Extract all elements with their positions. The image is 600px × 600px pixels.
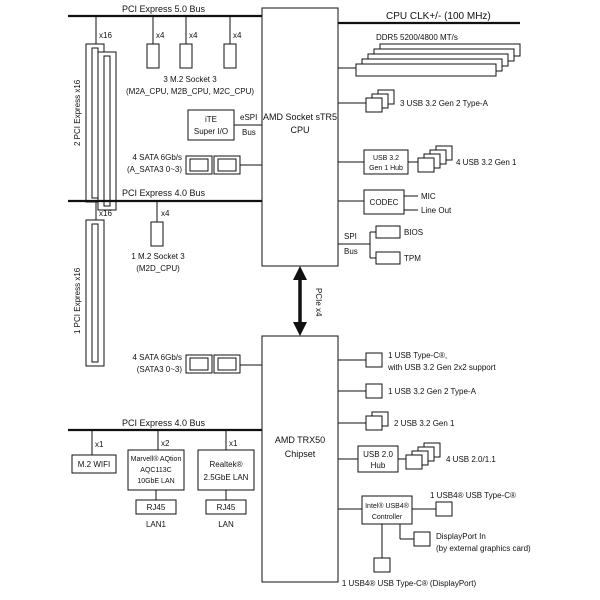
lane-x2-lan: x2 xyxy=(161,439,170,448)
usb20-hub-box xyxy=(357,445,399,473)
lane-x4-a: x4 xyxy=(156,31,165,40)
m2-top-label-2: (M2A_CPU, M2B_CPU, M2C_CPU) xyxy=(126,87,254,96)
rj45-box-a xyxy=(135,499,177,515)
marvell-label-1: Marvell® AQtion xyxy=(131,455,182,463)
spi-label-1: SPI xyxy=(344,232,357,241)
typea-chipset-label: 1 USB 3.2 Gen 2 Type-A xyxy=(388,387,477,396)
usb-gen1-ports xyxy=(417,145,453,173)
chipset-title: AMD TRX50 xyxy=(275,435,325,445)
pcie5-bus-label: PCI Express 5.0 Bus xyxy=(122,4,206,14)
gen1-chipset-label: 2 USB 3.2 Gen 1 xyxy=(394,419,455,428)
cpu-box xyxy=(261,7,339,267)
sata-bottom-label-1: 4 SATA 6Gb/s xyxy=(132,353,182,362)
wifi-label: M.2 WIFI xyxy=(78,460,110,469)
dp-in-label-2: (by external graphics card) xyxy=(436,544,531,553)
lane-x4-b: x4 xyxy=(189,31,198,40)
usb4-dp-port xyxy=(373,557,391,573)
cpu-subtitle: CPU xyxy=(290,125,309,135)
codec-box xyxy=(363,189,405,215)
usb-gen1-chipset-ports xyxy=(365,411,389,431)
wifi-box xyxy=(71,454,117,474)
lan1-label: LAN1 xyxy=(146,520,167,529)
espi-label-1: eSPI xyxy=(240,113,257,122)
m2-top-label-1: 3 M.2 Socket 3 xyxy=(163,75,217,84)
lane-x4-c: x4 xyxy=(233,31,242,40)
m2-mid-label-1: 1 M.2 Socket 3 xyxy=(131,252,185,261)
usb4-typec-label: 1 USB4® USB Type-C® xyxy=(430,491,516,500)
ddr5-label: DDR5 5200/4800 MT/s xyxy=(376,33,458,42)
usb20-label: 4 USB 2.0/1.1 xyxy=(446,455,496,464)
espi-label-2: Bus xyxy=(242,128,256,137)
marvell-box xyxy=(127,449,185,491)
spi-label-2: Bus xyxy=(344,247,358,256)
m2-socket-d xyxy=(150,221,164,247)
usb32-hub-label-2: Gen 1 Hub xyxy=(369,165,403,172)
usb-gen1-label: 4 USB 3.2 Gen 1 xyxy=(456,158,517,167)
lane-x16-b: x16 xyxy=(99,209,112,218)
usb32-hub-box xyxy=(363,149,409,175)
chipset-subtitle: Chipset xyxy=(285,449,316,459)
pcie4-bus-bottom-label: PCI Express 4.0 Bus xyxy=(122,418,206,428)
lane-x1-wifi: x1 xyxy=(95,440,104,449)
marvell-label-3: 10GbE LAN xyxy=(137,478,174,485)
lane-x4-d: x4 xyxy=(161,209,170,218)
chipset-box xyxy=(261,335,339,583)
usb20-ports xyxy=(405,442,441,470)
lan2-label: LAN xyxy=(218,520,234,529)
usb-typec-port xyxy=(365,352,383,368)
usb20-hub-label-1: USB 2.0 xyxy=(363,450,393,459)
usb4-controller-box xyxy=(361,495,413,525)
realtek-box xyxy=(197,449,255,491)
sata-bottom-label-2: (SATA3 0~3) xyxy=(137,365,183,374)
pcie-link-arrow xyxy=(293,266,307,336)
lane-x1-lan: x1 xyxy=(229,439,238,448)
usb-typea-ports xyxy=(365,89,395,113)
usb4ctl-label-2: Controller xyxy=(372,514,403,521)
rj45-label-a: RJ45 xyxy=(147,503,166,512)
pcie4-bus-top-label: PCI Express 4.0 Bus xyxy=(122,188,206,198)
m2-sockets-cpu xyxy=(146,43,237,69)
bios-box xyxy=(375,225,401,239)
sata-connectors-bottom xyxy=(185,354,241,374)
lane-x16-a: x16 xyxy=(99,31,112,40)
typec-label-2: with USB 3.2 Gen 2x2 support xyxy=(387,363,496,372)
sata-connectors-top xyxy=(185,155,241,175)
sata-top-label-2: (A_SATA3 0~3) xyxy=(127,165,182,174)
cpu-clk-label: CPU CLK+/- (100 MHz) xyxy=(386,11,491,22)
usb20-hub-label-2: Hub xyxy=(371,461,386,470)
pcie-x16-slots-top xyxy=(85,43,117,211)
dp-in-label-1: DisplayPort In xyxy=(436,532,486,541)
rj45-label-b: RJ45 xyxy=(217,503,236,512)
rj45-box-b xyxy=(205,499,247,515)
pcie-link-label: PCIe x4 xyxy=(314,288,323,317)
usb4-dp-label: 1 USB4® USB Type-C® (DisplayPort) xyxy=(342,579,477,588)
mic-label: MIC xyxy=(421,192,436,201)
usb32-hub-label-1: USB 3.2 xyxy=(373,155,399,162)
marvell-label-2: AQC113C xyxy=(140,467,171,474)
superio-label-2: Super I/O xyxy=(194,127,228,136)
tpm-box xyxy=(375,251,401,265)
superio-label-1: iTE xyxy=(205,115,217,124)
codec-label: CODEC xyxy=(370,198,399,207)
sata-top-label-1: 4 SATA 6Gb/s xyxy=(132,153,182,162)
pcie-slot-mid-label: 1 PCI Express x16 xyxy=(73,267,82,334)
tpm-label: TPM xyxy=(404,254,421,263)
dp-in-port xyxy=(413,531,431,547)
lineout-label: Line Out xyxy=(421,206,452,215)
typec-label-1: 1 USB Type-C®, xyxy=(388,351,447,360)
usb-typea-label: 3 USB 3.2 Gen 2 Type-A xyxy=(400,99,489,108)
realtek-label-1: Realtek® xyxy=(209,460,242,469)
pcie-x16-slot-mid xyxy=(85,219,105,367)
bios-label: BIOS xyxy=(404,228,423,237)
usb4ctl-label-1: Intel® USB4® xyxy=(365,502,410,510)
usb-typea-chipset-port xyxy=(365,383,383,399)
cpu-title: AMD Socket sTR5 xyxy=(263,112,337,122)
pcie-slots-top-label: 2 PCI Express x16 xyxy=(73,79,82,146)
m2-mid-label-2: (M2D_CPU) xyxy=(136,264,180,273)
ddr5-dimms xyxy=(355,43,521,77)
usb4-typec-port xyxy=(435,501,453,517)
realtek-label-2: 2.5GbE LAN xyxy=(204,473,249,482)
